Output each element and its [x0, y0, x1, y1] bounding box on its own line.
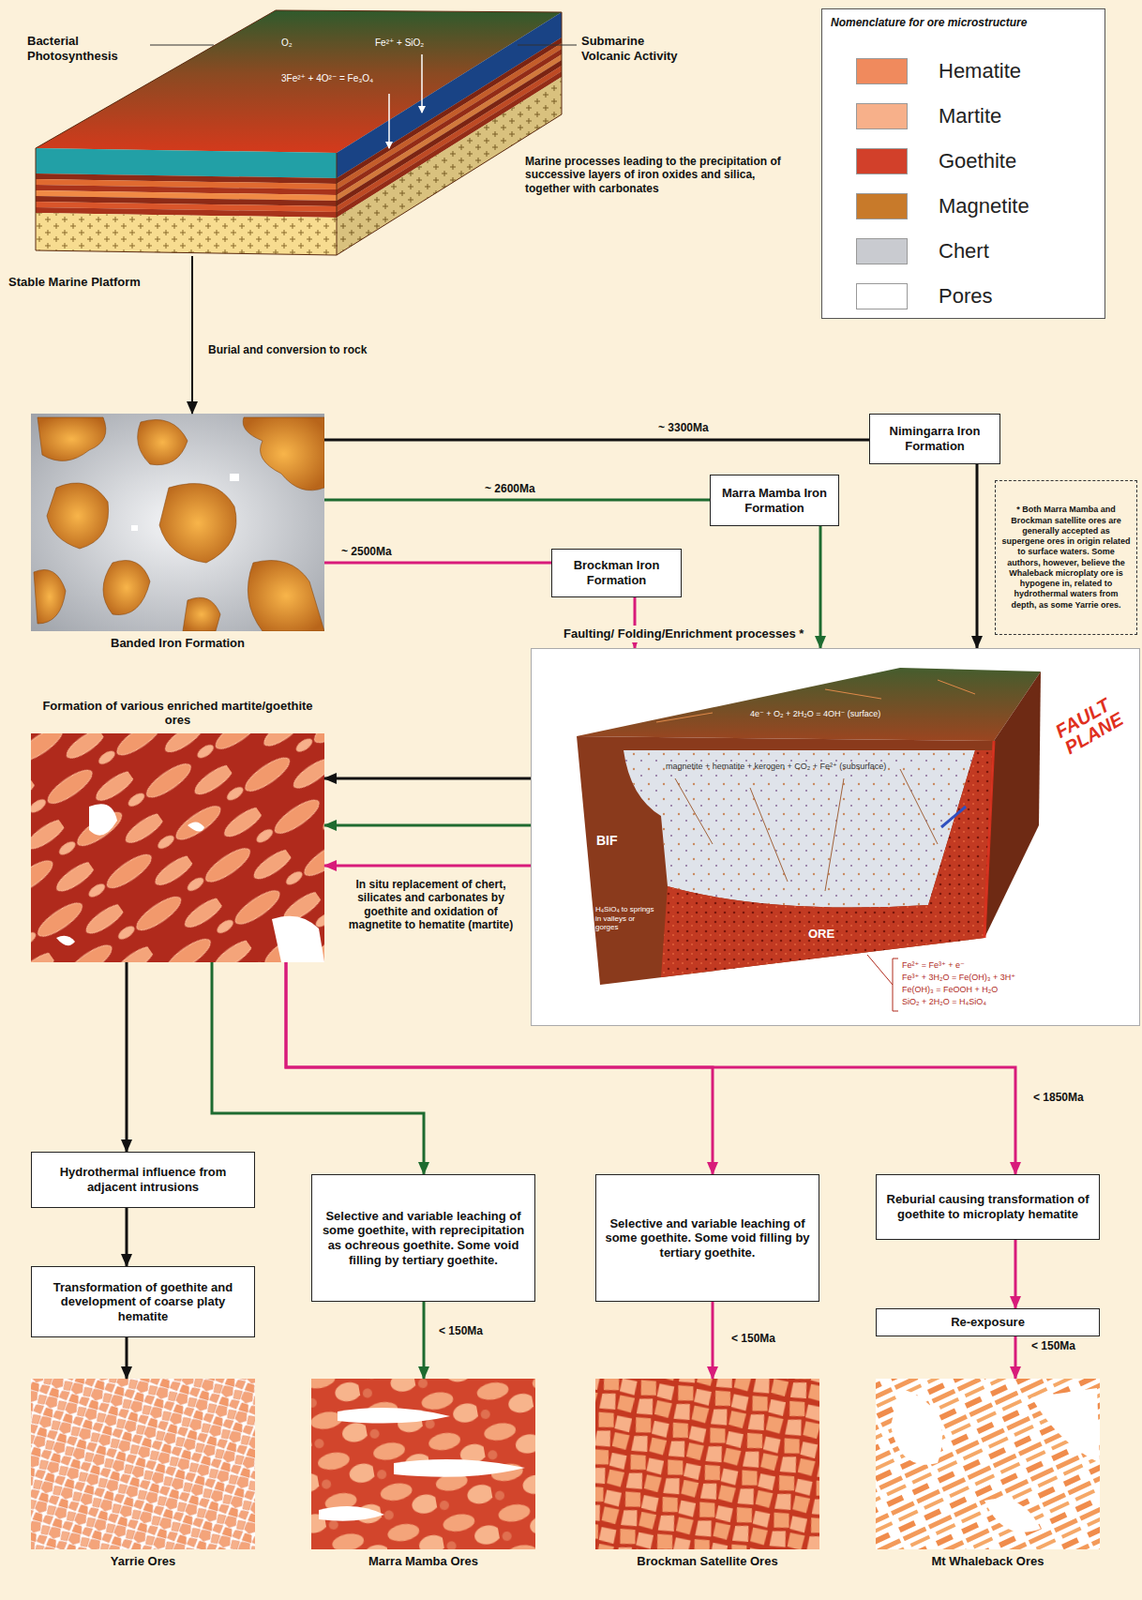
unit-label: ORE: [808, 926, 835, 942]
microstructure-image: Marra Mamba Ores: [311, 1378, 536, 1549]
caption: Faulting/ Folding/Enrichment processes *: [559, 625, 808, 643]
equation-label: Fe²⁺ = Fe³⁺ + e⁻: [901, 960, 965, 971]
process-note: Marine processes leading to the precipit…: [525, 154, 793, 196]
legend-swatch: [856, 58, 908, 85]
flow-arrow: [324, 498, 710, 502]
process-note: In situ replacement of chert, silicates …: [339, 877, 523, 932]
flow-arrow: [125, 1207, 129, 1266]
flow-arrow: [324, 777, 531, 781]
edge-label: ~ 3300Ma: [656, 420, 711, 435]
formula-label: 3Fe²⁺ + 4O²⁻ = Fe₃O₄: [281, 73, 374, 85]
caption: Banded Iron Formation: [30, 635, 325, 651]
edge-label: < 1850Ma: [1031, 1090, 1086, 1104]
flow-arrow: [324, 864, 531, 868]
box-text: * Both Marra Mamba and Brockman satellit…: [1001, 504, 1131, 611]
legend-text: Chert: [938, 239, 990, 264]
process-box: Hydrothermal influence from adjacent int…: [30, 1151, 256, 1208]
formula-label: O₂: [281, 37, 293, 49]
box-text: Selective and variable leaching of some …: [319, 1208, 527, 1267]
legend-swatch: [856, 238, 908, 265]
edge-label: Burial and conversion to rock: [206, 343, 389, 357]
box-text: Selective and variable leaching of some …: [603, 1216, 812, 1261]
legend-swatch: [856, 103, 908, 130]
formation-box: Brockman Iron Formation: [551, 548, 682, 598]
microstructure-image: Mt Whaleback Ores: [875, 1378, 1100, 1549]
box-text: Nimingarra Iron Formation: [877, 423, 992, 453]
legend-swatch: [856, 193, 908, 220]
flow-arrow: [191, 255, 194, 414]
legend-text: Pores: [938, 284, 992, 309]
caption: Formation of various enriched martite/go…: [30, 698, 325, 728]
process-box: Re-exposure: [875, 1307, 1100, 1337]
box-text: Marra Mamba Iron Formation: [718, 485, 831, 515]
legend-text: Magnetite: [938, 194, 1030, 219]
box-text: Transformation of goethite and developme…: [39, 1279, 247, 1324]
legend-text: Goethite: [938, 149, 1017, 174]
legend-swatch: [856, 148, 908, 175]
legend-text: Hematite: [938, 59, 1022, 84]
flow-arrow: [125, 961, 129, 1152]
microstructure-image: Yarrie Ores: [30, 1378, 256, 1549]
source-label: Bacterial Photosynthesis: [27, 33, 150, 63]
fault-label: FAULT PLANE: [1051, 687, 1136, 758]
equation-label: SiO₂ + 2H₂O = H₄SiO₄: [901, 996, 987, 1007]
edge-label: < 150Ma: [436, 1323, 485, 1338]
formula-label: magnetite + hematite + kerogen + CO₂ + F…: [665, 761, 887, 772]
caption: Marra Mamba Ores: [311, 1553, 536, 1569]
equation-label: Fe³⁺ + 3H₂O = Fe(OH)₃ + 3H⁺: [901, 972, 1016, 983]
note-box: * Both Marra Mamba and Brockman satellit…: [994, 480, 1138, 635]
box-text: Reburial causing transformation of goeth…: [884, 1191, 1092, 1221]
flow-arrow: [819, 525, 823, 648]
unit-label: BIF: [596, 832, 618, 849]
formula-label: Fe²⁺ + SiO₂: [375, 37, 424, 49]
microstructure-image: Brockman Satellite Ores: [595, 1378, 820, 1549]
flow-arrow: [324, 561, 552, 565]
box-text: Re-exposure: [950, 1314, 1025, 1330]
flow-arrow: [324, 824, 531, 827]
edge-label: < 150Ma: [1029, 1338, 1078, 1353]
edge-label: ~ 2500Ma: [339, 544, 394, 558]
formation-box: Nimingarra Iron Formation: [869, 413, 1001, 465]
flow-arrow: [1014, 1239, 1018, 1308]
legend-box: HematiteMartiteGoethiteMagnetiteChertPor…: [821, 8, 1106, 319]
flow-arrow: [125, 1337, 129, 1379]
box-text: Hydrothermal influence from adjacent int…: [39, 1164, 247, 1194]
equation-label: Fe(OH)₃ = FeOOH + H₂O: [901, 984, 998, 995]
process-box: Selective and variable leaching of some …: [311, 1173, 536, 1302]
process-box: Transformation of goethite and developme…: [30, 1265, 256, 1338]
flow-arrow: [1014, 1336, 1018, 1379]
process-box: Selective and variable leaching of some …: [595, 1173, 820, 1302]
flow-label: H₄SiO₄ to springs in valleys or gorges: [595, 904, 660, 932]
legend-swatch: [856, 283, 908, 310]
flow-arrow: [422, 1301, 426, 1379]
caption: Brockman Satellite Ores: [595, 1553, 820, 1569]
flow-arrow: [711, 1301, 715, 1379]
legend-text: Martite: [938, 104, 1002, 129]
source-label: Submarine Volcanic Activity: [581, 33, 685, 63]
flow-arrow: [976, 464, 979, 648]
flow-arrow: [285, 961, 1016, 1174]
microstructure-image: Formation of various enriched martite/go…: [30, 733, 325, 962]
formation-box: Marra Mamba Iron Formation: [709, 474, 840, 526]
caption: Stable Marine Platform: [8, 274, 141, 290]
flow-arrow: [324, 438, 870, 442]
caption: Yarrie Ores: [30, 1553, 256, 1569]
formula-label: 4e⁻ + O₂ + 2H₂O = 4OH⁻ (surface): [750, 708, 881, 720]
process-box: Reburial causing transformation of goeth…: [875, 1173, 1100, 1240]
legend-title: Nomenclature for ore microstructure: [830, 15, 1098, 30]
edge-label: ~ 2600Ma: [482, 481, 538, 496]
caption: Mt Whaleback Ores: [875, 1553, 1100, 1569]
microstructure-image: Banded Iron Formation: [30, 413, 325, 632]
box-text: Brockman Iron Formation: [559, 557, 674, 587]
platform-illustration: Stable Marine Platform: [30, 10, 562, 256]
edge-label: < 150Ma: [729, 1331, 778, 1345]
enrichment-panel: Faulting/ Folding/Enrichment processes *: [530, 647, 1141, 1026]
